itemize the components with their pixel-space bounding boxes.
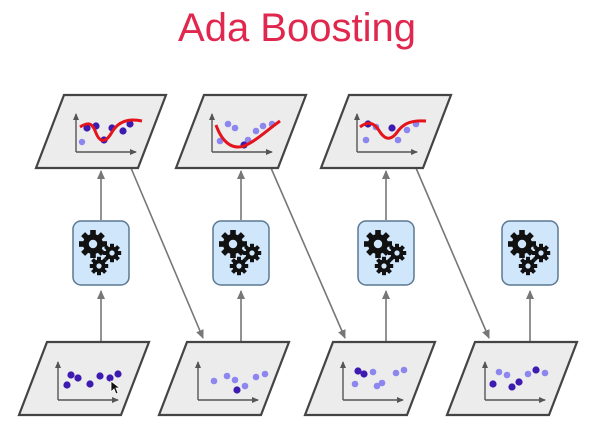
axes-icon (55, 361, 119, 403)
fit-curve (79, 118, 143, 142)
axes-icon (482, 361, 546, 403)
diagram-title: Ada Boosting (178, 6, 416, 50)
data-panel-3 (303, 340, 437, 417)
prediction-panel-3 (319, 93, 453, 170)
data-panel-2 (157, 340, 291, 417)
axes-icon (73, 113, 137, 155)
arrow-reweight-2 (270, 167, 346, 339)
data-panel-1 (17, 340, 151, 417)
cursor-icon (110, 380, 122, 395)
axes-icon (195, 361, 259, 403)
prediction-panel-2 (174, 93, 308, 170)
model-box-1 (72, 220, 130, 286)
model-box-3 (357, 220, 415, 286)
fit-curve (359, 119, 427, 140)
fit-curve (214, 119, 281, 149)
prediction-panel-1 (34, 93, 168, 170)
data-points (210, 370, 269, 394)
data-points (351, 366, 408, 390)
data-panel-4 (445, 340, 579, 417)
axes-icon (340, 361, 404, 403)
arrow-reweight-1 (130, 167, 204, 339)
arrow-reweight-3 (415, 167, 490, 339)
model-box-4 (501, 220, 559, 286)
data-points (63, 370, 122, 389)
data-points (489, 366, 549, 391)
axes-icon (209, 113, 273, 155)
model-box-2 (212, 220, 270, 286)
axes-icon (354, 113, 418, 155)
arrows (97, 167, 534, 342)
